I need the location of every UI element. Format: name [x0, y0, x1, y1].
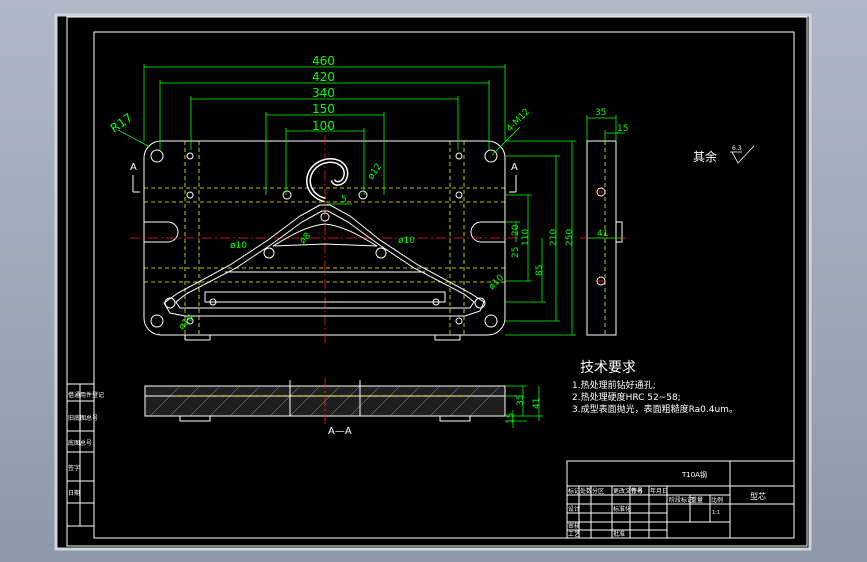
corner-hole: [150, 149, 164, 163]
side-dim-41: 41: [597, 229, 608, 239]
tb-cell-2: 处数: [580, 487, 592, 495]
section-marker-left: A: [130, 162, 137, 173]
side-view: 35 15 41: [580, 108, 630, 336]
tech-item-1: 1.热处理前钻好通孔;: [572, 379, 656, 391]
drawing-name: 型芯: [750, 491, 766, 501]
left-strip-cell-4: 签字: [68, 464, 80, 472]
inner-frame: [93, 31, 795, 539]
dim-210: 210: [549, 229, 559, 246]
scale-value: 1:1: [712, 510, 720, 516]
height-dimensions: 250 210 110 20 25 85: [505, 140, 576, 336]
dim-5: 5: [341, 195, 347, 205]
roughness-note: 其余 6.3: [693, 145, 755, 164]
tb-cell-1: 标记: [568, 487, 580, 495]
core-plate-outline: [143, 140, 506, 336]
dim-20: 20: [511, 224, 521, 236]
outer-frame: [66, 16, 808, 547]
tb-cell-7: 设计: [568, 505, 580, 513]
tech-title: 技术要求: [580, 360, 636, 376]
corner-hole: [484, 149, 498, 163]
tb-cell-13: 工艺: [568, 530, 580, 538]
tb-cell-9: 阶段标记: [669, 496, 693, 504]
side-dim-35: 35: [595, 108, 606, 118]
tech-requirements: 技术要求 1.热处理前钻好通孔; 2.热处理硬度HRC 52~58; 3.成型表…: [572, 360, 738, 415]
width-dimensions: 460 420 340 150 100: [143, 54, 506, 195]
tech-item-2: 2.热处理硬度HRC 52~58;: [572, 391, 681, 403]
tb-cell-4: 更改文件号: [613, 487, 643, 495]
hanger-cavity: [163, 158, 486, 317]
left-strip-cell-2: 旧底图总号: [68, 414, 98, 422]
section-marker-right: A: [511, 162, 518, 173]
tb-cell-5: 签名: [631, 487, 643, 495]
side-dim-15: 15: [617, 124, 628, 134]
dim-85: 85: [535, 265, 545, 276]
tb-cell-14: 批准: [613, 530, 625, 538]
dim-420: 420: [312, 70, 335, 84]
plan-view: A A 460 420 340 150 100: [108, 54, 576, 345]
dim-100: 100: [312, 119, 335, 133]
corner-hole: [150, 314, 164, 328]
dim-340: 340: [312, 86, 335, 100]
corner-hole: [484, 314, 498, 328]
tb-cell-10: 重量: [691, 496, 703, 504]
left-strip-cell-1: 借通用件登记: [68, 391, 104, 399]
tb-cell-11: 比例: [711, 496, 723, 504]
roughness-value: 6.3: [732, 145, 742, 152]
title-block: T10A钢 型芯 1:1 标记 处数 分区 更改文件号 签名 年月日 设计 标准…: [566, 460, 795, 539]
dim-110: 110: [521, 229, 531, 246]
section-dim-15: 15: [506, 413, 516, 424]
left-strip-cell-3: 底图总号: [68, 439, 92, 447]
left-strip-cell-5: 日期: [68, 489, 80, 497]
roughness-label: 其余: [693, 149, 717, 164]
section-dim-35: 35: [516, 395, 526, 406]
dim-25: 25: [511, 247, 521, 258]
tb-cell-6: 年月日: [650, 487, 668, 495]
section-view: 35 41 15 A—A: [144, 378, 543, 437]
phi10-label-left: ø10: [230, 241, 247, 251]
section-dim-41: 41: [532, 398, 542, 409]
phi10-label-right: ø10: [398, 236, 415, 246]
material-label: T10A钢: [681, 470, 707, 479]
dim-250: 250: [565, 229, 575, 246]
left-strip: 借通用件登记 旧底图总号 底图总号 签字 日期: [66, 383, 104, 527]
tech-item-3: 3.成型表面抛光，表面粗糙度Ra0.4um。: [572, 403, 738, 415]
dim-150: 150: [312, 102, 335, 116]
roughness-symbol-icon: [731, 145, 755, 164]
tb-cell-12: 审核: [568, 522, 580, 530]
tb-cell-8: 标准化: [613, 505, 631, 513]
tb-cell-3: 分区: [592, 487, 604, 495]
dim-460: 460: [312, 54, 335, 68]
section-label: A—A: [328, 426, 352, 437]
